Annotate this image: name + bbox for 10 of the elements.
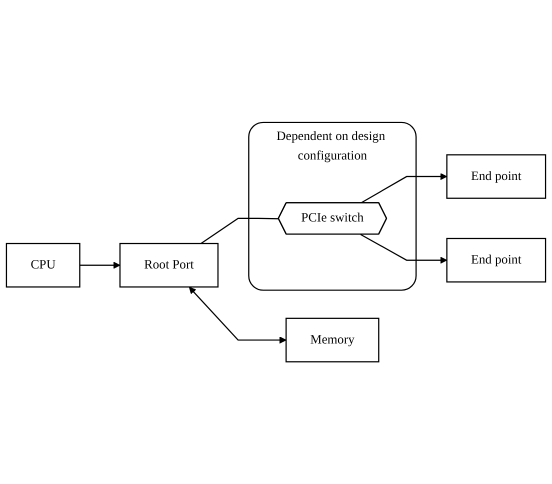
- arrow: [360, 172, 448, 204]
- node-box: Root Port: [119, 242, 219, 288]
- arrow: [360, 234, 448, 264]
- node-box: End point: [446, 238, 546, 282]
- node-box: CPU: [6, 242, 80, 288]
- node-box: End point: [446, 154, 546, 199]
- arrow: [80, 262, 120, 269]
- node-box: Memory: [286, 318, 380, 362]
- arrow: [188, 286, 286, 344]
- connector: [200, 218, 279, 244]
